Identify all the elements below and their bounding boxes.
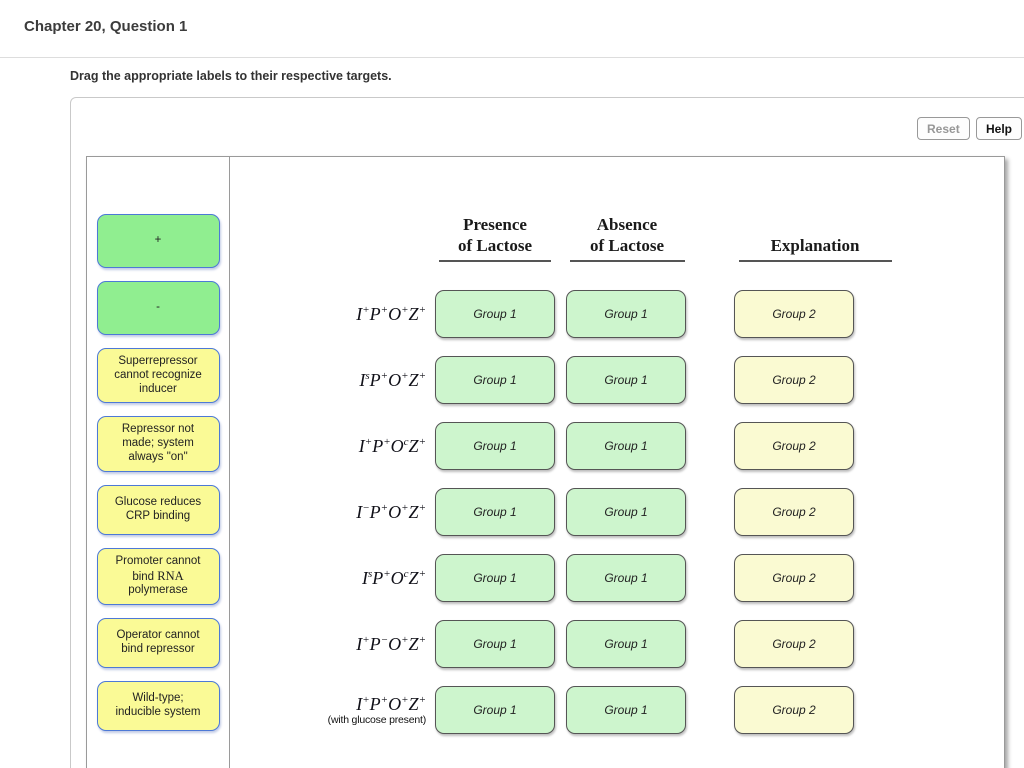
drop-target-presence[interactable]: Group 1 bbox=[435, 290, 555, 338]
drag-label-wild-type[interactable]: Wild-type; inducible system bbox=[96, 681, 220, 732]
header-underline bbox=[738, 260, 892, 262]
drop-target-explanation[interactable]: Group 2 bbox=[734, 422, 854, 470]
genotype-label: I+P+OcZ+ bbox=[358, 436, 426, 456]
label-bin: + - Superrepressor cannot recognize indu… bbox=[87, 157, 230, 768]
header-underline bbox=[439, 260, 551, 262]
table-row: I+P+O+Z+ (with glucose present) Group 1 … bbox=[230, 677, 1004, 743]
genotype-label: I+P+O+Z+ bbox=[356, 304, 426, 324]
genotype-note: (with glucose present) bbox=[327, 713, 427, 726]
table-row: I+P−O+Z+ Group 1 Group 1 Group 2 bbox=[230, 611, 1004, 677]
table-row: IsP+OcZ+ Group 1 Group 1 Group 2 bbox=[230, 545, 1004, 611]
drop-target-explanation[interactable]: Group 2 bbox=[734, 686, 854, 734]
header-underline bbox=[569, 260, 685, 262]
drag-label-plus[interactable]: + bbox=[96, 214, 220, 268]
drag-label-superrepressor[interactable]: Superrepressor cannot recognize inducer bbox=[96, 348, 220, 404]
drag-label-text: Promoter cannot bind RNA polymerase bbox=[115, 554, 201, 597]
genotype-label: I−P+O+Z+ bbox=[356, 502, 426, 522]
drop-target-presence[interactable]: Group 1 bbox=[435, 686, 555, 734]
drop-target-presence[interactable]: Group 1 bbox=[435, 554, 555, 602]
drag-drop-activity-area: + - Superrepressor cannot recognize indu… bbox=[86, 156, 1005, 768]
reset-button[interactable]: Reset bbox=[917, 117, 970, 140]
column-header-explanation: Explanation bbox=[730, 214, 900, 262]
table-row: I+P+OcZ+ Group 1 Group 1 Group 2 bbox=[230, 413, 1004, 479]
drop-target-presence[interactable]: Group 1 bbox=[435, 620, 555, 668]
instruction-text: Drag the appropriate labels to their res… bbox=[70, 69, 392, 83]
drop-target-absence[interactable]: Group 1 bbox=[566, 488, 686, 536]
genotype-label: IsP+OcZ+ bbox=[361, 568, 426, 588]
genotype-label: I+P−O+Z+ bbox=[356, 634, 426, 654]
drop-target-presence[interactable]: Group 1 bbox=[435, 356, 555, 404]
drop-target-absence[interactable]: Group 1 bbox=[566, 686, 686, 734]
drop-target-explanation[interactable]: Group 2 bbox=[734, 554, 854, 602]
drop-target-absence[interactable]: Group 1 bbox=[566, 290, 686, 338]
worksheet: Presence of Lactose Absence of Lactose E… bbox=[230, 157, 1004, 768]
page-title: Chapter 20, Question 1 bbox=[24, 18, 188, 35]
drag-label-minus[interactable]: - bbox=[96, 281, 220, 335]
rna-serif-text: RNA bbox=[157, 568, 184, 583]
drop-target-explanation[interactable]: Group 2 bbox=[734, 488, 854, 536]
table-row: IsP+O+Z+ Group 1 Group 1 Group 2 bbox=[230, 347, 1004, 413]
drop-target-absence[interactable]: Group 1 bbox=[566, 620, 686, 668]
column-headers: Presence of Lactose Absence of Lactose E… bbox=[230, 214, 1004, 266]
drag-label-repressor-not-made[interactable]: Repressor not made; system always "on" bbox=[96, 416, 220, 472]
genotype-label: IsP+O+Z+ bbox=[359, 370, 426, 390]
drag-label-promoter-rna[interactable]: Promoter cannot bind RNA polymerase bbox=[96, 547, 220, 606]
drag-label-glucose-crp[interactable]: Glucose reduces CRP binding bbox=[96, 484, 220, 535]
drop-target-explanation[interactable]: Group 2 bbox=[734, 290, 854, 338]
table-row: I+P+O+Z+ Group 1 Group 1 Group 2 bbox=[230, 281, 1004, 347]
column-header-presence: Presence of Lactose bbox=[425, 214, 565, 262]
genotype-rows: I+P+O+Z+ Group 1 Group 1 Group 2 IsP+O+Z… bbox=[230, 281, 1004, 743]
drop-target-absence[interactable]: Group 1 bbox=[566, 422, 686, 470]
genotype-label: I+P+O+Z+ (with glucose present) bbox=[230, 694, 430, 726]
question-panel: Reset Help + - Superrepressor cannot rec… bbox=[70, 97, 1024, 768]
table-row: I−P+O+Z+ Group 1 Group 1 Group 2 bbox=[230, 479, 1004, 545]
drop-target-explanation[interactable]: Group 2 bbox=[734, 620, 854, 668]
column-header-absence: Absence of Lactose bbox=[557, 214, 697, 262]
drop-target-presence[interactable]: Group 1 bbox=[435, 422, 555, 470]
drop-target-presence[interactable]: Group 1 bbox=[435, 488, 555, 536]
drop-target-absence[interactable]: Group 1 bbox=[566, 356, 686, 404]
drop-target-absence[interactable]: Group 1 bbox=[566, 554, 686, 602]
app-header: Chapter 20, Question 1 bbox=[0, 0, 1024, 58]
drag-label-operator[interactable]: Operator cannot bind repressor bbox=[96, 618, 220, 669]
drop-target-explanation[interactable]: Group 2 bbox=[734, 356, 854, 404]
help-button[interactable]: Help bbox=[976, 117, 1023, 140]
